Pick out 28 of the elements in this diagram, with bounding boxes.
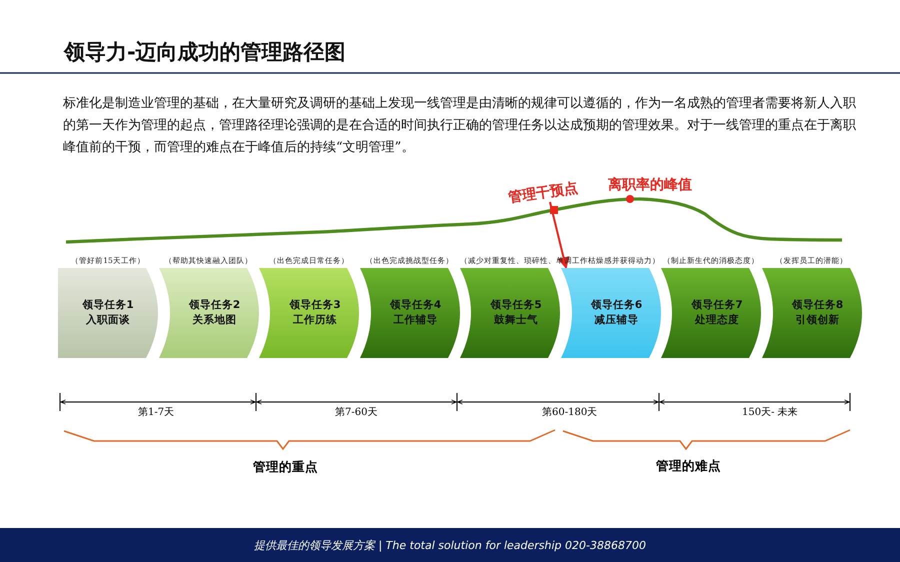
task-title: 领导任务1 (81, 298, 135, 313)
period-label: 第60-180天 (542, 406, 598, 419)
task-title: 领导任务2 (188, 298, 242, 313)
callout-label: 离职率的峰值 (608, 176, 692, 194)
period-label: 第7-60天 (335, 406, 378, 419)
task-name: 引领创新 (794, 313, 840, 328)
task-title: 领导任务4 (388, 298, 442, 313)
task-name: 工作辅导 (392, 313, 438, 328)
task-name: 关系地图 (192, 313, 238, 328)
period-label: 第1-7天 (138, 406, 174, 419)
intro-paragraph: 标准化是制造业管理的基础，在大量研究及调研的基础上发现一线管理是由清晰的规律可以遵循的，作为一名成熟的管理者需要将新人入职的第一天作为管理的起点，管理路径理论强调的是在合适的时间执行正确的管理任务以达成预期的管理效果。对于一线管理的重点在于离职峰值前的干预，而管理的难点在于峰值后的持续“文明管理”。 (63, 95, 857, 157)
bracket-label: 管理的难点 (656, 458, 721, 475)
footer-text: 提供最佳的领导发展方案 | The total solution for leadership 020-38868700 (252, 538, 647, 553)
task-name: 减压辅导 (594, 313, 640, 328)
task-name: 鼓舞士气 (493, 313, 539, 328)
task-title: 领导任务7 (690, 298, 744, 313)
task-title: 领导任务5 (489, 298, 543, 313)
task-name: 工作历练 (292, 313, 338, 328)
task-name: 处理态度 (694, 313, 740, 328)
task-title: 领导任务6 (590, 298, 644, 313)
period-label: 150天- 未来 (742, 406, 798, 419)
task-name: 入职面谈 (84, 313, 131, 328)
callout-label: 管理干预点 (507, 179, 579, 207)
bracket-label: 管理的重点 (253, 459, 318, 476)
task-title: 领导任务3 (288, 298, 342, 313)
arrow (549, 202, 570, 270)
page-title: 领导力-迈向成功的管理路径图 (64, 39, 346, 66)
task-title: 领导任务8 (790, 298, 844, 313)
